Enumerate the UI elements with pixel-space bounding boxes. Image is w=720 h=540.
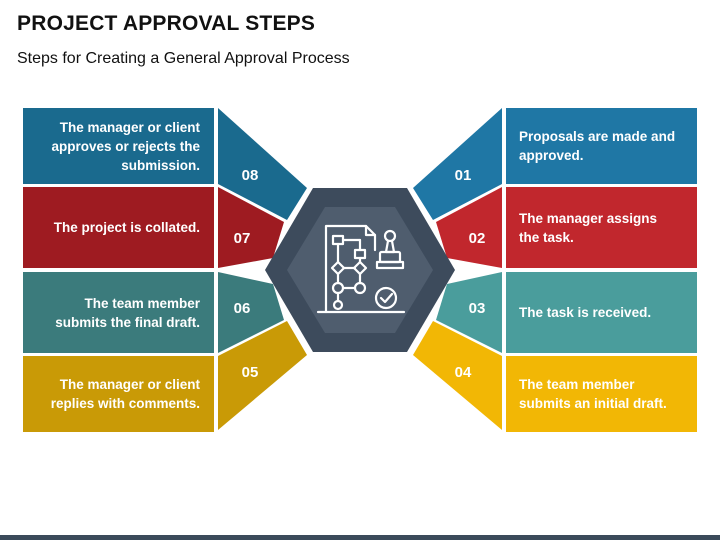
wedge-06	[218, 272, 284, 353]
page-title: PROJECT APPROVAL STEPS	[17, 12, 316, 35]
step-text-06: The team member submits the final draft.	[55, 295, 200, 330]
page-subtitle: Steps for Creating a General Approval Pr…	[17, 50, 350, 67]
wedge-05	[218, 321, 307, 430]
step-number-01: 01	[455, 167, 472, 184]
step-box-02: The manager assigns the task.	[506, 187, 697, 268]
step-text-01: Proposals are made and approved.	[519, 129, 676, 163]
step-number-06: 06	[234, 300, 251, 317]
step-box-04: The team member submits an initial draft…	[506, 356, 697, 432]
wedge-01	[413, 108, 502, 220]
step-box-07: The project is collated.	[23, 187, 214, 268]
step-text-03: The task is received.	[519, 305, 652, 320]
wedge-08	[218, 108, 307, 220]
step-number-04: 04	[455, 364, 472, 381]
step-box-08: The manager or client approves or reject…	[23, 108, 214, 184]
step-box-06: The team member submits the final draft.	[23, 272, 214, 353]
wedge-03	[436, 272, 502, 353]
step-number-08: 08	[242, 167, 259, 184]
step-number-07: 07	[234, 230, 251, 247]
wedge-02	[436, 187, 502, 268]
step-box-01: Proposals are made and approved.	[506, 108, 697, 184]
step-number-02: 02	[469, 230, 486, 247]
step-text-05: The manager or client replies with comme…	[50, 377, 200, 411]
bottom-bar	[0, 535, 720, 540]
step-text-02: The manager assigns the task.	[519, 210, 658, 245]
step-number-05: 05	[242, 364, 259, 381]
step-number-03: 03	[469, 300, 486, 317]
step-box-05: The manager or client replies with comme…	[23, 356, 214, 432]
wedge-07	[218, 187, 284, 268]
step-text-04: The team member submits an initial draft…	[519, 377, 667, 411]
wedge-04	[413, 321, 502, 430]
step-text-08: The manager or client approves or reject…	[51, 119, 200, 173]
step-box-03: The task is received.	[506, 272, 697, 353]
approval-workflow-stamp-icon	[316, 224, 406, 314]
step-text-07: The project is collated.	[53, 220, 200, 235]
